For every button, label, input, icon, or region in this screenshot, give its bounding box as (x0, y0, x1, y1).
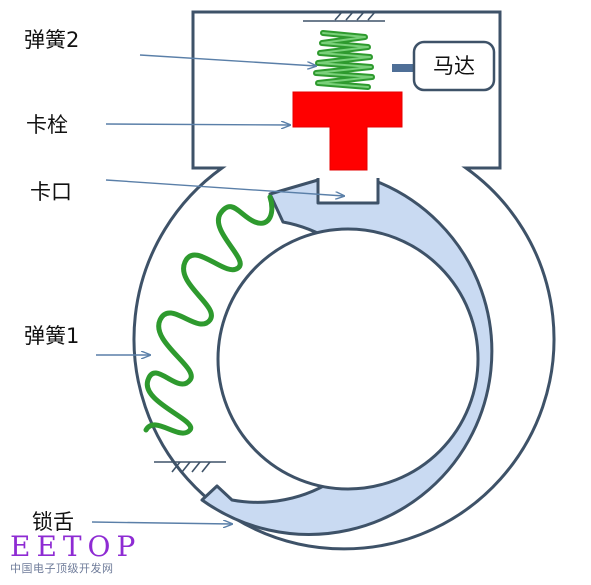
motor-connector (392, 64, 414, 72)
inner-circle (216, 227, 480, 491)
housing-outline (132, 10, 556, 551)
arrow-notch (105, 179, 344, 196)
watermark-subtitle: 中国电子顶级开发网 (10, 562, 114, 575)
leader-arrows (91, 54, 344, 524)
motor-box (412, 40, 496, 92)
spring-1-icon (143, 194, 275, 436)
spring-2-icon (313, 30, 375, 90)
label-spring2: 弹簧2 (24, 28, 80, 52)
bottom-mount-hatch (154, 461, 226, 473)
arrow-spring2 (139, 54, 316, 66)
label-motor: 马达 (433, 54, 475, 78)
arrow-lock-tongue (91, 522, 232, 524)
watermark-brand: EETOP (10, 530, 142, 563)
latch-bolt (292, 91, 403, 171)
label-spring1: 弹簧1 (24, 324, 80, 348)
watermark-logo: EETOP 中国电子顶级开发网 (10, 530, 150, 575)
notch-outline (316, 178, 380, 205)
label-latch: 卡栓 (26, 113, 68, 137)
arrow-latch (105, 124, 290, 125)
label-lock-tongue: 锁舌 (32, 510, 74, 534)
label-notch: 卡口 (30, 180, 72, 204)
top-mount-hatch (303, 11, 385, 22)
